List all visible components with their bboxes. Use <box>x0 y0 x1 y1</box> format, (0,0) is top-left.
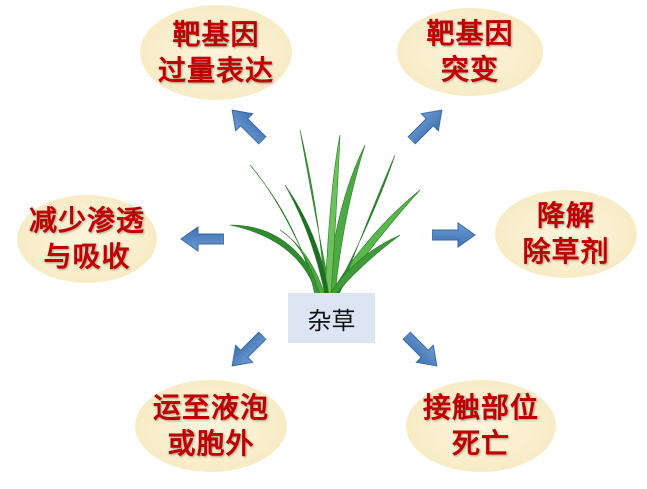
arrow-down-right-icon <box>397 326 446 375</box>
bubble-line: 死亡 <box>451 427 510 460</box>
arrow-left-icon <box>180 226 224 252</box>
mechanism-herbicide-degradation: 降解 除草剂 <box>495 190 637 278</box>
bubble-line: 靶基因 <box>172 17 260 51</box>
bubble-line: 接触部位 <box>422 391 539 424</box>
bubble-line: 靶基因 <box>426 17 514 50</box>
arrow-right-icon <box>432 222 476 248</box>
bubble-line: 除草剂 <box>522 235 610 268</box>
mechanism-target-overexpression: 靶基因 过量表达 <box>140 5 292 100</box>
mechanism-sequestration: 运至液泡 或胞外 <box>135 380 287 472</box>
mechanism-contact-death: 接触部位 死亡 <box>406 380 556 472</box>
bubble-line: 降解 <box>536 199 595 232</box>
mechanism-reduced-uptake: 减少渗透 与吸收 <box>17 195 157 283</box>
center-label-weed: 杂草 <box>288 293 375 343</box>
bubble-line: 过量表达 <box>157 53 274 87</box>
mechanism-target-mutation: 靶基因 突变 <box>397 8 543 96</box>
bubble-line: 运至液泡 <box>152 391 269 424</box>
bubble-line: 或胞外 <box>167 427 255 460</box>
arrow-down-left-icon <box>222 326 271 375</box>
bubble-line: 减少渗透 <box>28 204 145 237</box>
bubble-line: 突变 <box>440 53 499 86</box>
bubble-line: 与吸收 <box>43 240 131 273</box>
weed-plant-icon <box>229 129 421 296</box>
